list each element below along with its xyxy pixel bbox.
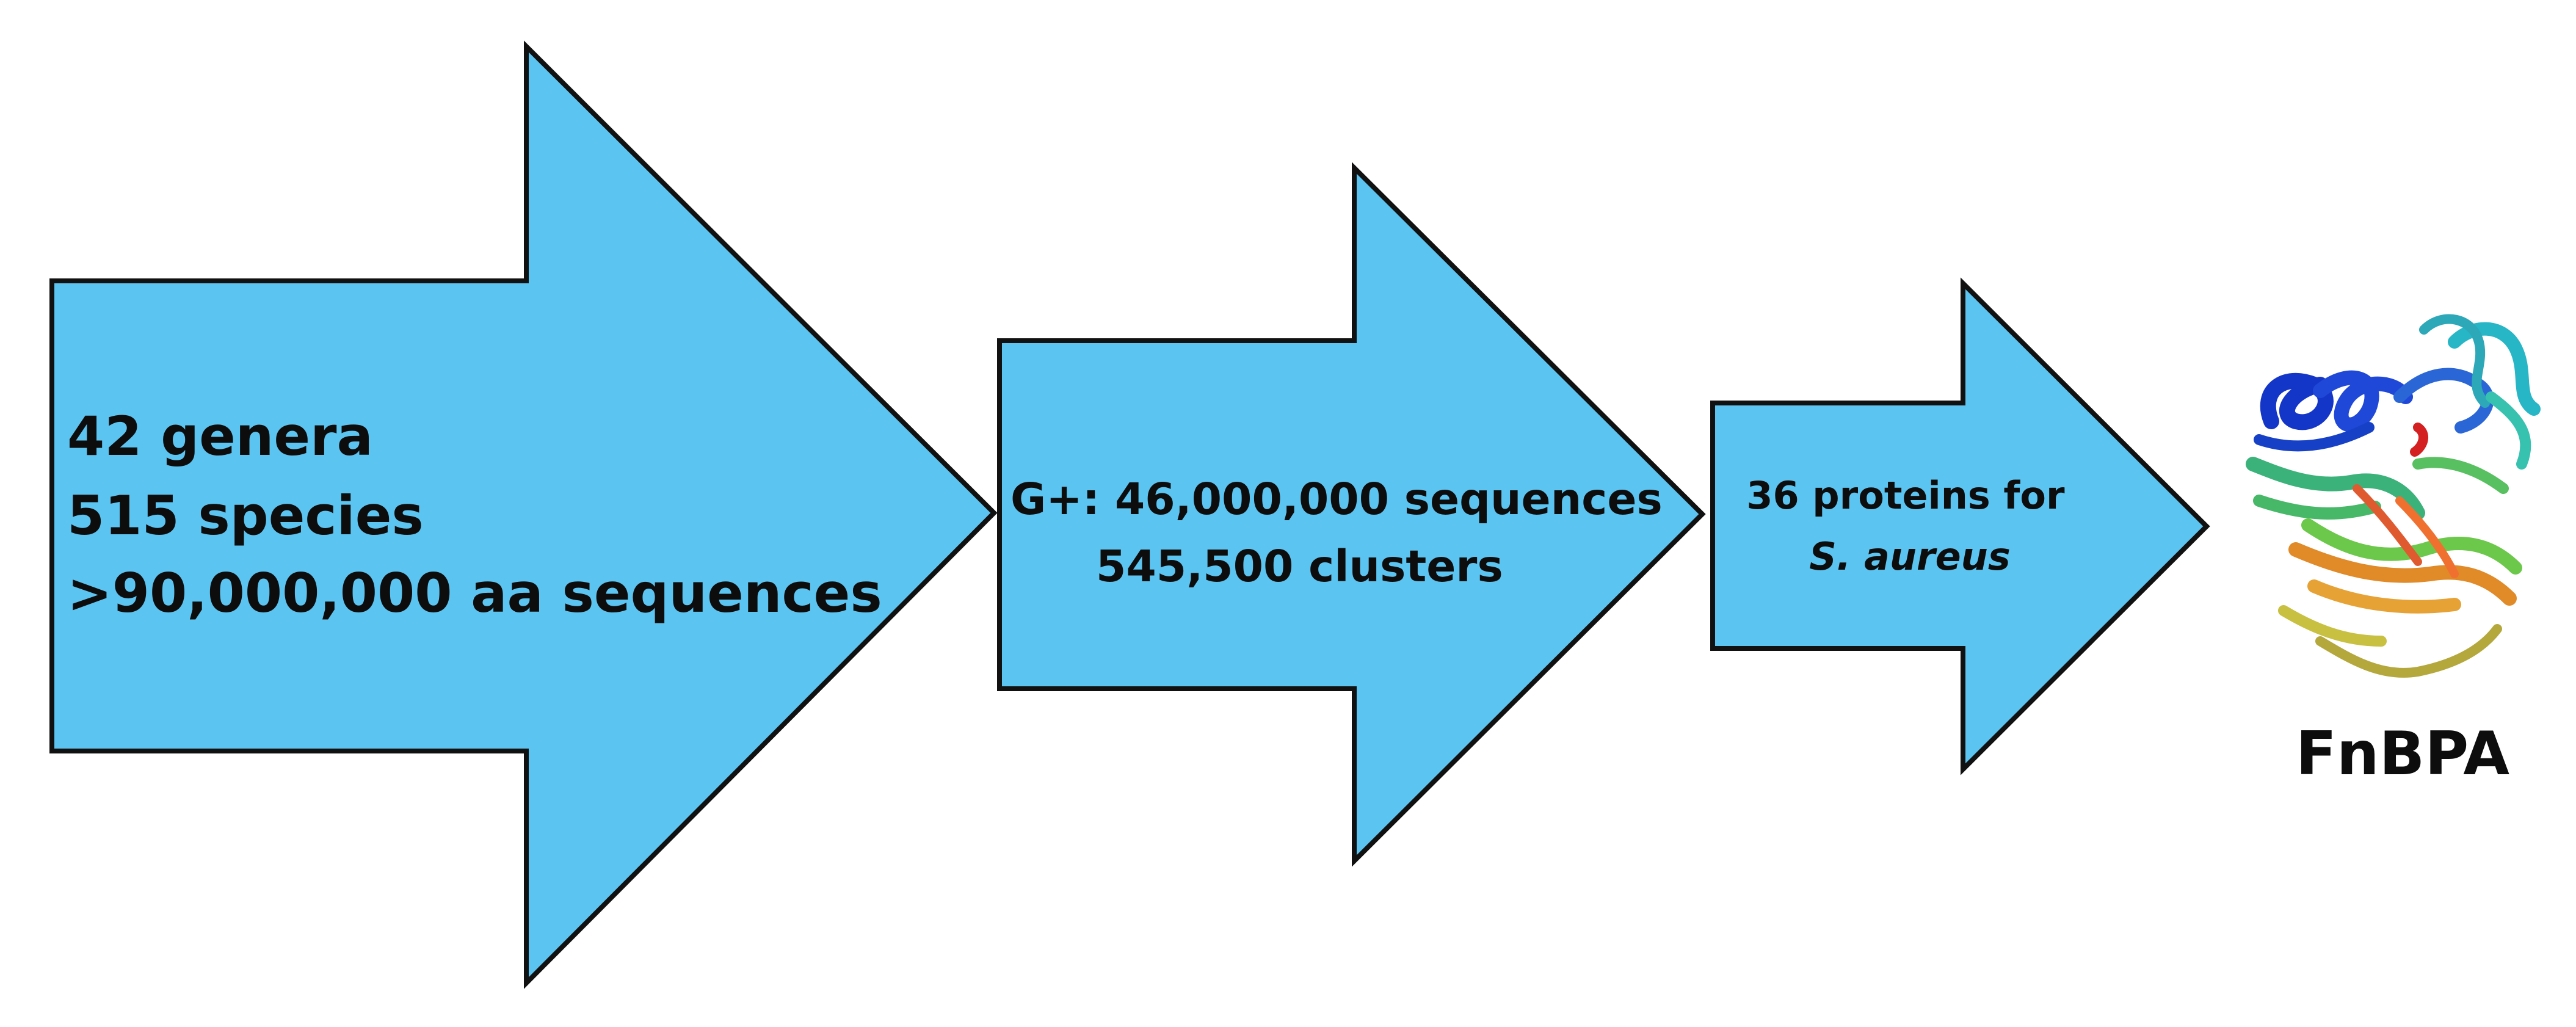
arrow-3-shape	[1710, 277, 2210, 775]
arrow-3-line-1: 36 proteins for	[1746, 473, 2065, 518]
arrow-1-line-2: 515 species	[67, 484, 424, 547]
arrow-2-shape	[997, 162, 1706, 867]
arrow-2-line-1: G+: 46,000,000 sequences	[1010, 474, 1663, 524]
arrow-1-line-3: >90,000,000 aa sequences	[67, 562, 882, 625]
arrow-1-line-1: 42 genera	[67, 405, 373, 468]
arrow-2-line-2: 545,500 clusters	[1096, 541, 1503, 592]
arrow-genera: 42 genera 515 species >90,000,000 aa seq…	[49, 40, 998, 989]
arrow-1-shape	[49, 40, 998, 989]
arrow-proteins: 36 proteins for S. aureus	[1710, 277, 2210, 775]
protein-ribbon-icon	[2246, 314, 2541, 678]
arrow-sequences: G+: 46,000,000 sequences 545,500 cluster…	[997, 162, 1706, 867]
arrow-3-line-2: S. aureus	[1809, 534, 2010, 579]
protein-label: FnBPA	[2296, 719, 2509, 789]
